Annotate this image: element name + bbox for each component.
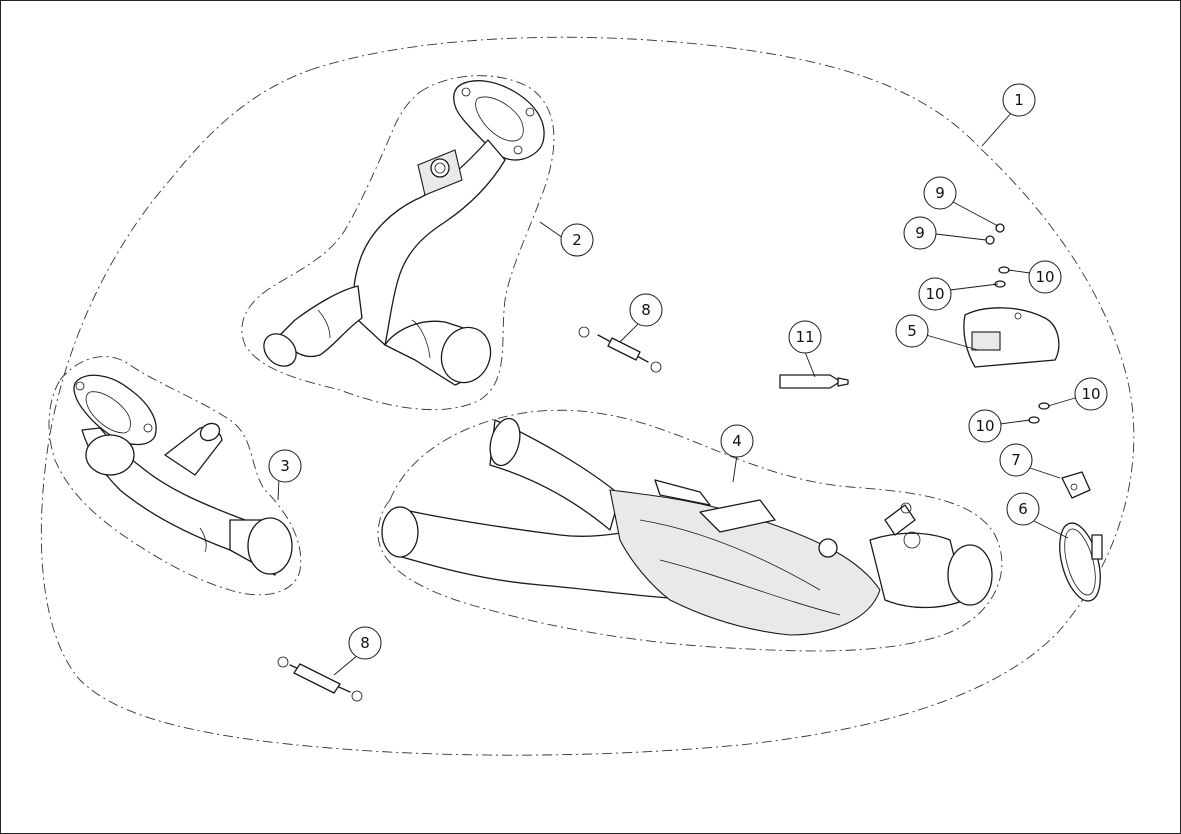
outline-full-system: [40, 36, 1135, 756]
callout-7: 7: [999, 443, 1033, 477]
svg-text:10: 10: [1035, 268, 1054, 286]
outline-header-front: [48, 356, 302, 596]
part-spring-lower: [277, 656, 363, 702]
svg-text:10: 10: [1081, 385, 1100, 403]
svg-text:5: 5: [907, 322, 917, 340]
svg-text:4: 4: [732, 432, 742, 450]
part-sealant-tube: [779, 374, 849, 389]
svg-text:1: 1: [1014, 91, 1024, 109]
svg-text:8: 8: [641, 301, 651, 319]
callout-8-upper: 8: [629, 293, 663, 327]
svg-text:7: 7: [1011, 451, 1021, 469]
callout-9-upper: 9: [923, 176, 957, 210]
part-mid-pipe: [381, 417, 993, 636]
callout-6: 6: [1006, 492, 1040, 526]
svg-text:9: 9: [935, 184, 945, 202]
svg-text:11: 11: [795, 328, 814, 346]
callout-10-c: 10: [1074, 377, 1108, 411]
callout-9-lower: 9: [903, 216, 937, 250]
callout-4: 4: [720, 424, 754, 458]
part-cover: [963, 307, 1060, 368]
callout-10-d: 10: [968, 409, 1002, 443]
callout-11: 11: [788, 320, 822, 354]
svg-text:8: 8: [360, 634, 370, 652]
callout-3: 3: [268, 449, 302, 483]
svg-text:2: 2: [572, 231, 582, 249]
callout-5: 5: [895, 314, 929, 348]
part-screws: [985, 223, 1005, 245]
svg-text:10: 10: [975, 417, 994, 435]
part-clamp: [1059, 522, 1103, 602]
part-header-rear: [263, 80, 545, 386]
part-header-front: [73, 374, 293, 576]
callout-8-lower: 8: [348, 626, 382, 660]
part-bracket: [1061, 471, 1091, 499]
svg-text:10: 10: [925, 285, 944, 303]
outline-mid-pipe: [377, 409, 1003, 652]
callout-10-b: 10: [918, 277, 952, 311]
part-spring-upper: [578, 326, 662, 373]
callout-10-a: 10: [1028, 260, 1062, 294]
svg-text:6: 6: [1018, 500, 1028, 518]
callout-2: 2: [560, 223, 594, 257]
svg-text:9: 9: [915, 224, 925, 242]
svg-text:3: 3: [280, 457, 290, 475]
outline-header-rear: [241, 75, 555, 410]
leader-lines: [277, 111, 1076, 676]
callout-1: 1: [1002, 83, 1036, 117]
